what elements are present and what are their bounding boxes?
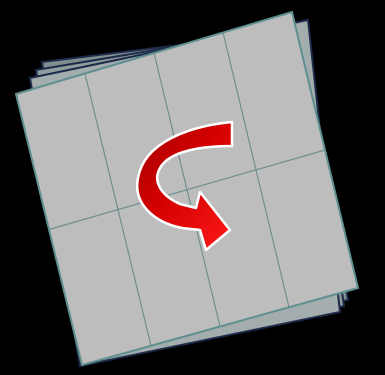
rotate-clockwise-icon (0, 0, 385, 375)
rotate-icon-canvas (0, 0, 385, 375)
